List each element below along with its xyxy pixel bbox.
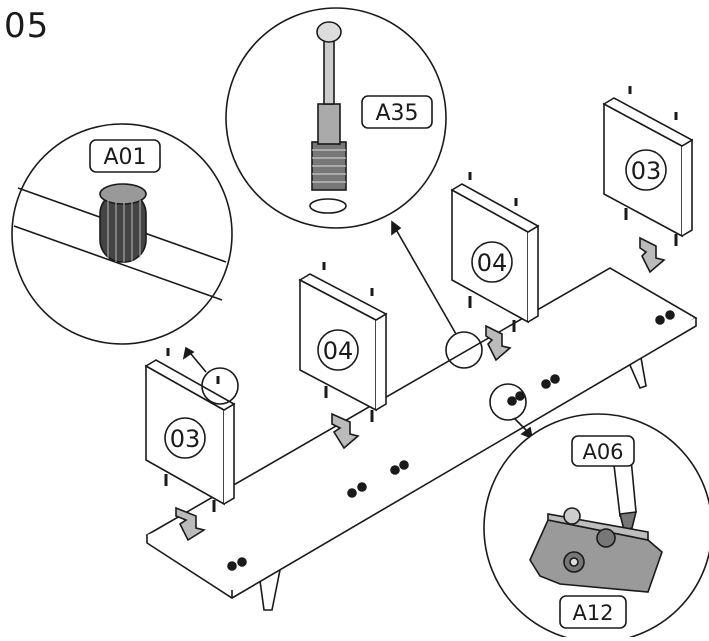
panel-03-left: 03 [144, 348, 236, 542]
step-number: 05 [4, 6, 50, 46]
detail-a06-a12: A06 A12 [483, 413, 709, 641]
detail-a01: A01 [11, 123, 233, 345]
detail-pointers [182, 220, 534, 440]
callout-label-a06: A06 [582, 440, 623, 464]
panel-label-03-right: 03 [631, 157, 662, 185]
panel-04-right: 04 [450, 172, 540, 362]
callout-label-a01: A01 [103, 145, 146, 170]
panel-03-right: 03 [602, 86, 694, 274]
cam-fittings [227, 310, 675, 571]
callout-label-a35: A35 [375, 101, 418, 126]
detail-a35: A35 [225, 7, 447, 229]
panel-label-03-left: 03 [170, 425, 201, 453]
callout-label-a12: A12 [572, 601, 613, 625]
panel-label-04-middle: 04 [323, 337, 354, 365]
panel-label-04-right: 04 [477, 249, 508, 277]
base-board [145, 267, 698, 611]
panel-04-middle: 04 [298, 262, 388, 450]
